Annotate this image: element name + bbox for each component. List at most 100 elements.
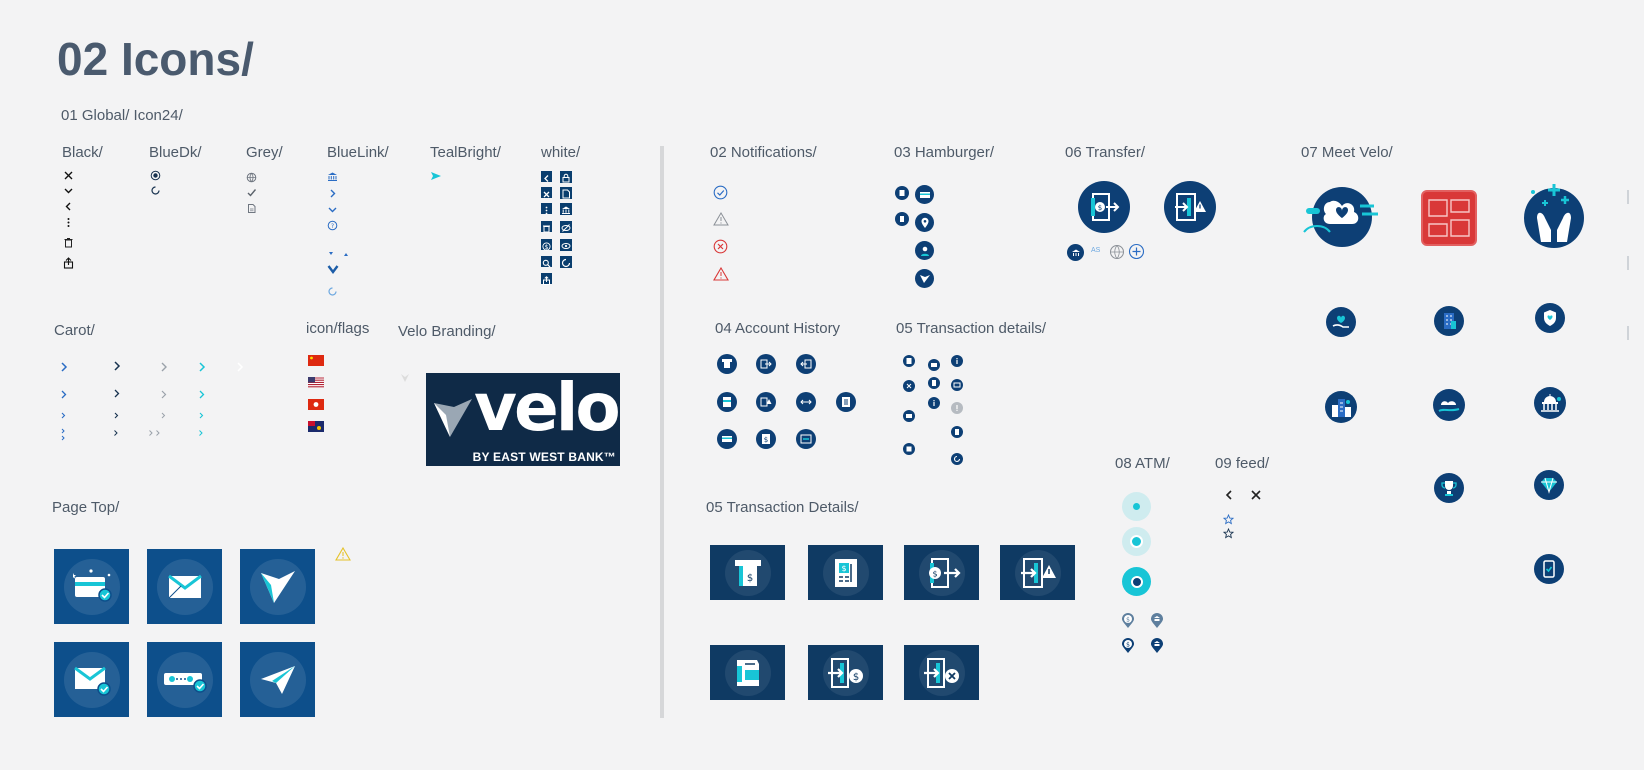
checkmark-icon bbox=[247, 189, 257, 197]
chevron-bold-down-icon[interactable] bbox=[327, 264, 339, 274]
caret-right-icon[interactable] bbox=[198, 429, 204, 437]
white-search-icon[interactable] bbox=[541, 256, 552, 268]
chevron-right-icon[interactable] bbox=[327, 188, 338, 199]
transfer-in-icon[interactable] bbox=[756, 354, 776, 374]
share-icon[interactable] bbox=[63, 257, 74, 269]
bill-pay-icon[interactable]: $ bbox=[756, 429, 776, 449]
globe-icon[interactable] bbox=[1109, 244, 1125, 260]
caret-right-icon[interactable] bbox=[113, 411, 120, 420]
vietnam-flag-icon[interactable] bbox=[308, 421, 324, 432]
white-share-icon[interactable] bbox=[541, 273, 552, 285]
atm-marker-selected-icon[interactable] bbox=[1122, 567, 1151, 596]
card-payment-icon[interactable] bbox=[717, 429, 737, 449]
caret-right-icon[interactable] bbox=[236, 361, 244, 373]
white-bank-icon[interactable] bbox=[560, 203, 572, 215]
white-dollar-icon[interactable]: $ bbox=[541, 239, 552, 251]
caret-right-icon[interactable] bbox=[198, 411, 205, 420]
atm-marker-default-icon[interactable] bbox=[1122, 492, 1151, 521]
caret-right-icon[interactable] bbox=[160, 389, 168, 400]
transfer-alert-icon[interactable] bbox=[1164, 181, 1216, 233]
velo-tagline: BY EAST WEST BANK™ bbox=[472, 450, 616, 464]
chevron-left-icon[interactable] bbox=[1223, 489, 1235, 501]
caret-double-icon[interactable] bbox=[148, 429, 162, 437]
white-eye-icon[interactable] bbox=[560, 239, 572, 251]
star-outline-icon[interactable] bbox=[1223, 528, 1234, 539]
globe-icon[interactable] bbox=[246, 172, 257, 183]
atm-pin-bank-active-icon[interactable] bbox=[1150, 638, 1164, 654]
menu-card-icon[interactable] bbox=[915, 185, 934, 204]
add-circle-icon[interactable] bbox=[1128, 243, 1145, 260]
sort-arrows-icon[interactable] bbox=[328, 250, 350, 258]
group-hamburger-label: 03 Hamburger/ bbox=[894, 144, 995, 161]
transfer-dollar-icon[interactable]: $ bbox=[1078, 181, 1130, 233]
atm-pin-dollar-icon[interactable]: $ bbox=[1121, 613, 1135, 629]
help-icon[interactable]: ? bbox=[327, 220, 338, 231]
caret-right-icon[interactable] bbox=[60, 389, 68, 400]
bank-icon[interactable] bbox=[327, 171, 338, 182]
caret-right-icon[interactable] bbox=[113, 360, 121, 372]
atm-icon[interactable] bbox=[717, 354, 737, 374]
white-document-icon[interactable] bbox=[560, 187, 572, 199]
velo-v-icon[interactable] bbox=[915, 269, 934, 288]
transfer-bank-icon[interactable] bbox=[1067, 244, 1084, 261]
atm-pin-dollar-active-icon[interactable]: $ bbox=[1121, 638, 1135, 654]
trophy-icon bbox=[1434, 473, 1464, 503]
caret-stack-icon[interactable] bbox=[60, 427, 67, 442]
statement-icon[interactable] bbox=[717, 392, 737, 412]
close-icon[interactable] bbox=[1250, 489, 1262, 501]
us-flag-icon[interactable] bbox=[308, 377, 324, 388]
check-deposit-icon[interactable] bbox=[836, 392, 856, 412]
caret-right-icon[interactable] bbox=[198, 361, 206, 373]
menu-mobile-deposit-icon[interactable] bbox=[895, 212, 909, 226]
china-flag-icon[interactable] bbox=[308, 355, 324, 366]
caret-right-icon[interactable] bbox=[60, 361, 68, 373]
chevron-left-icon[interactable] bbox=[63, 201, 74, 212]
menu-document-icon[interactable] bbox=[895, 186, 909, 200]
radio-selected-icon[interactable] bbox=[150, 170, 161, 181]
section-divider bbox=[660, 146, 664, 718]
scroll-marker bbox=[1627, 190, 1629, 204]
white-lock-icon[interactable] bbox=[560, 171, 572, 183]
page-top-mail-tile[interactable] bbox=[147, 549, 222, 624]
white-eye-hidden-icon[interactable] bbox=[560, 221, 572, 233]
page-top-mail-verified-tile[interactable] bbox=[54, 642, 129, 717]
transfer-out-icon[interactable] bbox=[796, 354, 816, 374]
caret-right-icon[interactable] bbox=[160, 361, 168, 373]
atm-marker-hover-icon[interactable] bbox=[1122, 527, 1151, 556]
caret-right-icon[interactable] bbox=[160, 411, 167, 420]
send-icon[interactable] bbox=[430, 171, 442, 181]
transfer-alert-icon[interactable] bbox=[756, 392, 776, 412]
caret-right-icon[interactable] bbox=[113, 429, 119, 437]
svg-text:$: $ bbox=[746, 573, 752, 584]
location-pin-icon[interactable] bbox=[915, 213, 934, 232]
close-icon[interactable] bbox=[63, 170, 74, 181]
wire-icon[interactable] bbox=[796, 429, 816, 449]
white-close-icon[interactable] bbox=[541, 187, 552, 198]
transfer-check-icon bbox=[163, 672, 207, 693]
caret-right-icon[interactable] bbox=[60, 411, 67, 420]
atm-pin-bank-icon[interactable] bbox=[1150, 613, 1164, 629]
white-chevron-left-icon[interactable] bbox=[541, 171, 552, 182]
page-top-send-tile[interactable] bbox=[240, 642, 315, 717]
hong-kong-flag-icon[interactable] bbox=[308, 399, 324, 410]
trash-icon[interactable] bbox=[63, 237, 74, 248]
chevron-down-icon[interactable] bbox=[63, 185, 74, 196]
star-outline-icon[interactable] bbox=[1223, 514, 1234, 525]
user-profile-icon[interactable] bbox=[915, 241, 934, 260]
east-west-bank-logo-icon bbox=[1421, 190, 1477, 246]
document-icon[interactable] bbox=[246, 203, 257, 214]
page-top-card-verified-tile[interactable] bbox=[54, 549, 129, 624]
caret-right-icon[interactable] bbox=[198, 389, 206, 400]
chevron-down-icon[interactable] bbox=[327, 204, 338, 215]
group-white-label: white/ bbox=[541, 144, 581, 161]
transfer-alert-icon bbox=[1020, 557, 1056, 588]
caret-right-icon[interactable] bbox=[113, 388, 121, 399]
transfer-exchange-icon[interactable] bbox=[796, 392, 816, 412]
page-top-velo-tile[interactable] bbox=[240, 549, 315, 624]
white-trash-icon[interactable] bbox=[541, 221, 552, 233]
page-top-transfer-verified-tile[interactable] bbox=[147, 642, 222, 717]
transfer-dollar-icon: $ bbox=[928, 557, 961, 588]
more-vertical-icon[interactable] bbox=[63, 217, 74, 228]
velo-v-icon bbox=[260, 570, 295, 603]
white-more-vertical-icon[interactable] bbox=[541, 203, 552, 215]
